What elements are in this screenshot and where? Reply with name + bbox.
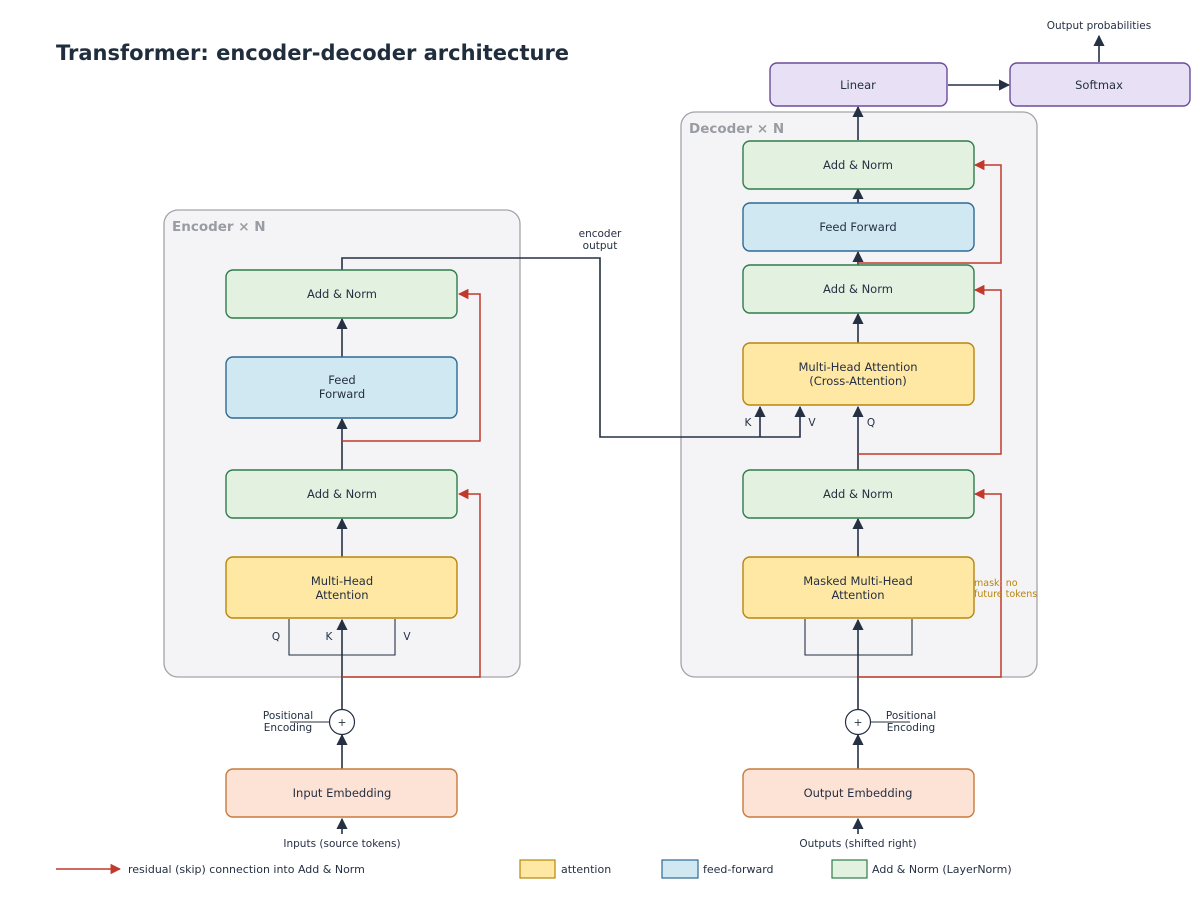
linear-box: Linear: [769, 62, 948, 107]
decoder-add-norm-top: Add & Norm: [742, 140, 975, 190]
legend-attention-label: attention: [561, 863, 611, 876]
decoder-add-norm-mid: Add & Norm: [742, 264, 975, 314]
decoder-feed-forward-label: Feed Forward: [819, 220, 896, 234]
legend-ff-label: feed-forward: [703, 863, 774, 876]
decoder-masked-attention: Masked Multi-Head Attention: [742, 556, 975, 619]
mask-note-line-1: mask: no: [974, 578, 1018, 589]
encoder-attention-label-2: Attention: [315, 588, 368, 602]
encoder-positional-label-2: Encoding: [264, 722, 312, 734]
decoder-add-norm-bottom-label: Add & Norm: [823, 487, 893, 501]
decoder-add-norm-mid-label: Add & Norm: [823, 282, 893, 296]
decoder-stack-label: Decoder × N: [689, 121, 784, 137]
decoder-cross-attention-label-1: Multi-Head Attention: [798, 360, 917, 374]
decoder-positional-label-1: Positional: [886, 710, 936, 722]
decoder-cross-attention: Multi-Head Attention (Cross-Attention): [742, 342, 975, 406]
legend-attention-swatch: [519, 859, 556, 879]
output-probabilities-label: Output probabilities: [1047, 20, 1151, 32]
input-embedding-label: Input Embedding: [293, 786, 392, 800]
decoder-add-norm-top-label: Add & Norm: [823, 158, 893, 172]
inputs-label: Inputs (source tokens): [283, 838, 400, 850]
encoder-q-label: Q: [272, 631, 280, 643]
softmax-box: Softmax: [1009, 62, 1191, 107]
input-embedding: Input Embedding: [225, 768, 458, 818]
decoder-cross-attention-label-2: (Cross-Attention): [809, 374, 906, 388]
encoder-add-norm-top-label: Add & Norm: [307, 287, 377, 301]
encoder-feed-forward-label-2: Forward: [319, 387, 365, 401]
encoder-add-norm-top: Add & Norm: [225, 269, 458, 319]
linear-label: Linear: [840, 78, 876, 92]
encoder-add-norm-bottom: Add & Norm: [225, 469, 458, 519]
decoder-positional-add: +: [844, 708, 872, 736]
encoder-output-label-2: output: [583, 240, 618, 252]
encoder-plus-symbol: +: [338, 717, 347, 729]
diagram-title: Transformer: encoder-decoder architectur…: [56, 41, 569, 65]
encoder-feed-forward-label-1: Feed: [328, 373, 355, 387]
output-embedding: Output Embedding: [742, 768, 975, 818]
decoder-k-label: K: [745, 417, 753, 429]
legend: residual (skip) connection into Add & No…: [56, 859, 1012, 879]
outputs-label: Outputs (shifted right): [799, 838, 916, 850]
decoder-masked-attention-label-2: Attention: [831, 588, 884, 602]
encoder-k-label: K: [326, 631, 334, 643]
decoder-plus-symbol: +: [854, 717, 863, 729]
softmax-label: Softmax: [1075, 78, 1123, 92]
legend-norm-label: Add & Norm (LayerNorm): [872, 863, 1012, 876]
encoder-add-norm-bottom-label: Add & Norm: [307, 487, 377, 501]
encoder-output-label-1: encoder: [579, 228, 622, 240]
mask-note-line-2: future tokens: [974, 589, 1037, 600]
legend-residual-label: residual (skip) connection into Add & No…: [128, 863, 365, 876]
encoder-v-label: V: [403, 631, 411, 643]
legend-ff-swatch: [661, 859, 699, 879]
decoder-feed-forward: Feed Forward: [742, 202, 975, 252]
decoder-v-label: V: [808, 417, 816, 429]
encoder-multi-head-attention: Multi-Head Attention: [225, 556, 458, 619]
encoder-stack-label: Encoder × N: [172, 219, 266, 235]
encoder-attention-label-1: Multi-Head: [311, 574, 373, 588]
encoder-positional-add: +: [328, 708, 356, 736]
legend-norm-swatch: [831, 859, 868, 879]
decoder-add-norm-bottom: Add & Norm: [742, 469, 975, 519]
decoder-masked-attention-label-1: Masked Multi-Head: [803, 574, 913, 588]
encoder-feed-forward: Feed Forward: [225, 356, 458, 419]
decoder-positional-label-2: Encoding: [887, 722, 935, 734]
encoder-positional-label-1: Positional: [263, 710, 313, 722]
decoder-q-label: Q: [867, 417, 875, 429]
output-embedding-label: Output Embedding: [804, 786, 913, 800]
